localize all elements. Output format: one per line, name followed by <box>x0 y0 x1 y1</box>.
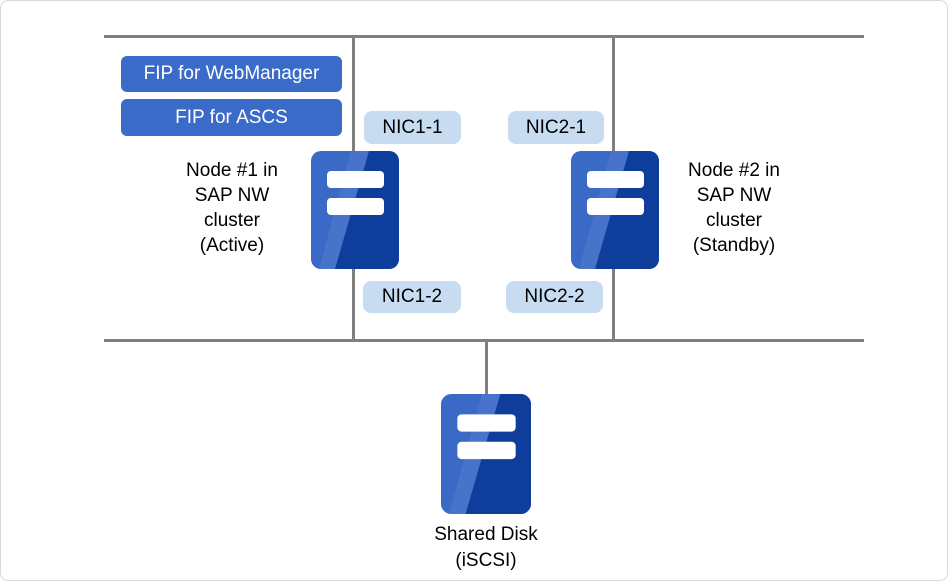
nic1-1-text: NIC1-1 <box>382 116 443 138</box>
nic2-1-text: NIC2-1 <box>525 116 587 138</box>
node1-label: Node #1 in SAP NW cluster (Active) <box>142 158 322 258</box>
nic2-2-text: NIC2-2 <box>524 286 585 307</box>
nic1-2-tag: NIC1-2 <box>363 281 461 313</box>
interconnect-lan-line <box>104 339 864 342</box>
node2-label-line3: cluster <box>706 210 762 231</box>
node2-label-line2: SAP NW <box>696 185 772 206</box>
node2-label-line1: Node #2 in <box>688 160 780 181</box>
server-icon-node2 <box>571 151 659 269</box>
nic2-1-tag: NIC2-1 <box>508 111 604 144</box>
shared-disk-icon <box>441 394 531 514</box>
shared-disk-label-line1: Shared Disk <box>434 524 538 545</box>
fip-webmanager-label: FIP for WebManager <box>121 56 342 92</box>
node1-label-line1: Node #1 in <box>186 160 278 181</box>
nic1-1-tag: NIC1-1 <box>364 111 461 144</box>
shared-disk-connector-line <box>485 342 488 397</box>
node2-label-line4: (Standby) <box>692 235 776 256</box>
node1-label-line2: SAP NW <box>194 185 270 206</box>
fip-webmanager-text: FIP for WebManager <box>143 63 320 84</box>
public-lan-line <box>104 35 864 38</box>
shared-disk-label: Shared Disk (iSCSI) <box>386 522 586 574</box>
fip-ascs-label: FIP for ASCS <box>121 99 342 136</box>
node1-label-line4: (Active) <box>199 235 265 256</box>
nic1-2-text: NIC1-2 <box>381 286 443 307</box>
fip-ascs-text: FIP for ASCS <box>175 106 288 128</box>
node2-label: Node #2 in SAP NW cluster (Standby) <box>644 158 824 258</box>
nic2-2-tag: NIC2-2 <box>506 281 603 313</box>
shared-disk-label-line2: (iSCSI) <box>455 550 517 571</box>
server-icon-node1 <box>311 151 399 269</box>
node1-label-line3: cluster <box>204 210 260 231</box>
